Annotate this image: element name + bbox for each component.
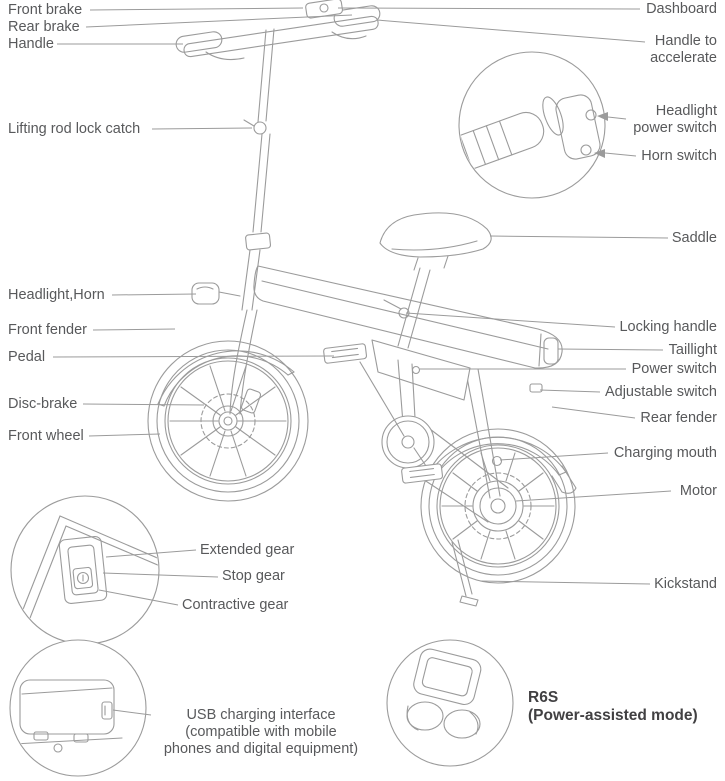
arrowhead-icon <box>597 112 608 121</box>
rear-wheel-art <box>420 428 576 584</box>
label-pedal: Pedal <box>8 349 46 365</box>
label-rear-brake: Rear brake <box>8 19 80 35</box>
power-switch-icon <box>411 365 421 375</box>
throttle-grip-icon <box>460 111 545 172</box>
label-line: Headlight <box>655 103 717 119</box>
label-usb-charging-interface: USB charging interface (compatible with … <box>152 707 370 758</box>
left-brake-lever-icon <box>205 51 245 61</box>
label-adjustable-switch: Adjustable switch <box>604 384 717 400</box>
label-line: R6S <box>528 689 559 706</box>
label-taillight: Taillight <box>668 342 717 358</box>
charging-mouth-icon <box>491 455 503 467</box>
horn-switch-icon <box>580 144 592 156</box>
label-handle: Handle <box>8 36 54 52</box>
adjustable-switch-icon <box>529 383 543 393</box>
label-charging-mouth: Charging mouth <box>613 445 717 461</box>
frame-beam-art <box>253 265 563 393</box>
headlight-power-switch-icon <box>585 109 597 121</box>
label-kickstand: Kickstand <box>654 576 717 592</box>
headlight-art <box>191 282 241 305</box>
label-line: accelerate <box>650 50 717 66</box>
leader-lines <box>52 7 672 716</box>
gear-slider-icon <box>72 566 94 590</box>
inset-usb-detail <box>9 639 147 777</box>
left-grip-icon <box>175 31 223 53</box>
label-handle-to-accelerate: Handle to accelerate <box>650 33 717 67</box>
label-extended-gear: Extended gear <box>200 542 295 558</box>
label-front-brake: Front brake <box>8 2 83 18</box>
label-line: USB charging interface <box>186 707 336 723</box>
front-fork-art <box>229 309 258 415</box>
brake-caliper-icon <box>240 388 262 414</box>
saddle-art <box>379 212 492 349</box>
r6s-display-icon <box>413 648 482 706</box>
right-pedal-icon <box>401 463 444 484</box>
label-lifting-rod-lock-catch: Lifting rod lock catch <box>8 121 141 137</box>
label-contractive-gear: Contractive gear <box>182 597 289 613</box>
right-brake-lever-icon <box>331 31 367 40</box>
label-line: Handle to <box>654 33 717 49</box>
label-rear-fender: Rear fender <box>640 410 717 426</box>
label-headlight-horn: Headlight,Horn <box>8 287 105 303</box>
inset-gear-detail <box>10 495 160 645</box>
arrowhead-icon <box>594 149 605 158</box>
label-line: (Power-assisted mode) <box>528 707 698 724</box>
inset-r6s-detail <box>386 639 514 767</box>
label-r6s-mode: R6S (Power-assisted mode) <box>528 689 698 725</box>
battery-box-art <box>371 339 503 467</box>
label-stop-gear: Stop gear <box>222 568 285 584</box>
label-locking-handle: Locking handle <box>619 319 717 335</box>
label-line: (compatible with mobile <box>185 724 337 740</box>
label-saddle: Saddle <box>671 230 717 246</box>
switch-housing-icon <box>555 94 601 160</box>
front-fender-art <box>157 350 295 407</box>
disc-brake-rotor-icon <box>200 393 256 449</box>
label-front-wheel: Front wheel <box>8 428 84 444</box>
battery-body-icon <box>19 679 115 735</box>
lifting-rod-lock-catch-icon <box>253 121 267 135</box>
label-disc-brake: Disc-brake <box>8 396 78 412</box>
label-horn-switch: Horn switch <box>641 148 717 164</box>
kickstand-art <box>451 539 479 607</box>
front-wheel-art <box>147 340 309 502</box>
handlebar-art <box>175 0 381 311</box>
label-line: power switch <box>633 120 717 136</box>
label-power-switch: Power switch <box>631 361 717 377</box>
bike-illustration <box>147 0 577 607</box>
left-pedal-icon <box>323 343 368 364</box>
label-line: phones and digital equipment) <box>163 741 359 757</box>
taillight-icon <box>543 337 559 365</box>
label-front-fender: Front fender <box>8 322 87 338</box>
label-dashboard: Dashboard <box>646 1 717 17</box>
gear-switch-plate-icon <box>58 536 108 604</box>
inset-grip-detail <box>458 51 606 199</box>
label-headlight-power-switch: Headlight power switch <box>633 103 717 137</box>
usb-port-icon <box>101 701 113 720</box>
label-motor: Motor <box>679 483 717 499</box>
crank-art <box>323 343 444 484</box>
